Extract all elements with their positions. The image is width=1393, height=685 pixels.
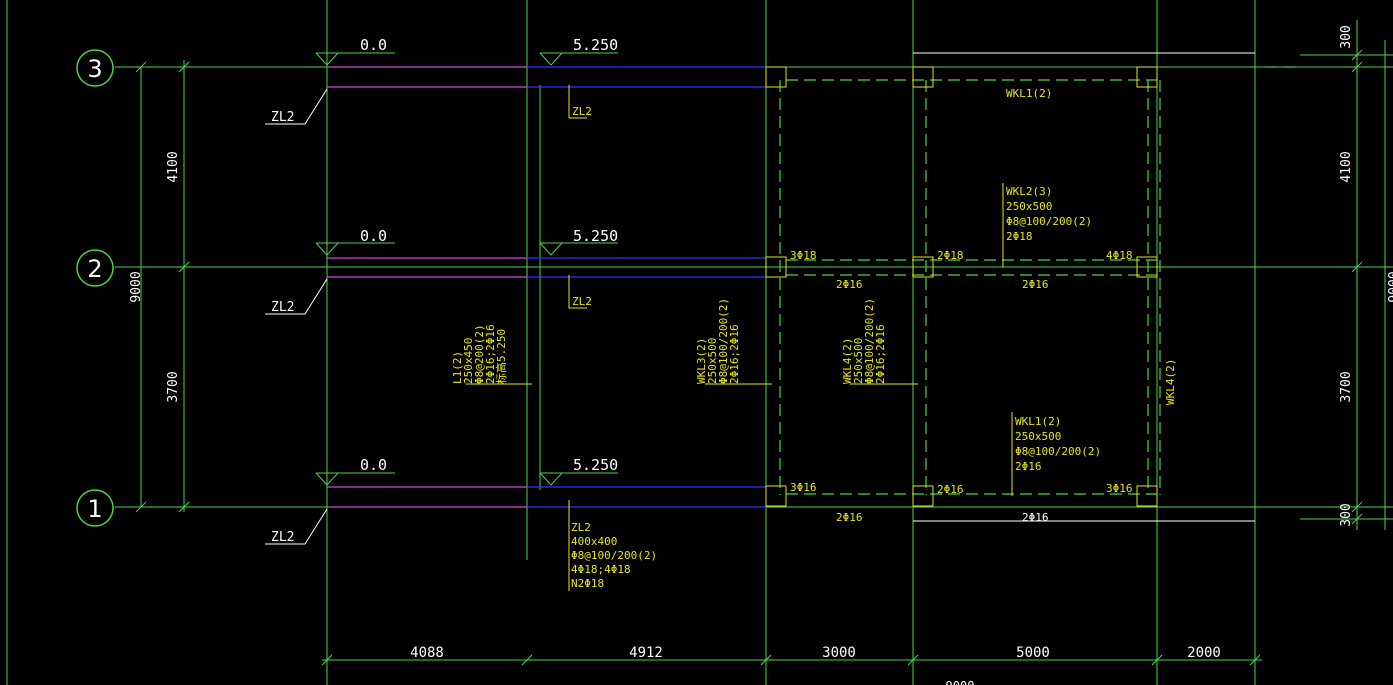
rebar-r2-below-a: 2Φ16: [836, 278, 863, 291]
rebar-r1-below-b: 2Φ16: [1022, 511, 1049, 524]
dim-bottom-0: 4088: [410, 645, 444, 661]
dim-bottom-3: 5000: [1016, 645, 1050, 661]
wkl2-line-3: 2Φ18: [1006, 230, 1033, 243]
zl2-tag-3: ZL2: [271, 110, 294, 125]
zl2-tag-2: ZL2: [271, 300, 294, 315]
zl2-detail-note: ZL2 400x400 Φ8@100/200(2) 4Φ18;4Φ18 N2Φ1…: [571, 521, 657, 590]
dim-right-top: 300: [1339, 25, 1354, 48]
dim-right-bottom: 300: [1339, 503, 1354, 526]
wkl1-bottom-note: WKL1(2) 250x500 Φ8@100/200(2) 2Φ16: [1015, 415, 1101, 473]
dashed-beams: [779, 66, 1300, 495]
axis-bubbles: 3 2 1: [76, 49, 114, 527]
beams-left-span: [327, 66, 766, 508]
rebar-r2-b: 2Φ18: [937, 249, 964, 262]
rebar-r1-b: 2Φ16: [937, 483, 964, 496]
wkl1b-line-3: 2Φ16: [1015, 460, 1042, 473]
elev-left-3: 0.0: [360, 36, 387, 54]
axis-label-2: 2: [87, 255, 102, 283]
dim-right-upper: 4100: [1339, 151, 1354, 182]
rebar-r1-below-a: 2Φ16: [836, 511, 863, 524]
wkl2-line-2: Φ8@100/200(2): [1006, 215, 1092, 228]
wkl4-mid-line-2: Φ8@100/200(2): [863, 298, 876, 384]
dim-left-lower: 3700: [166, 371, 181, 402]
zl2-detail-line-4: N2Φ18: [571, 577, 604, 590]
rebar-r1-a: 3Φ16: [790, 481, 817, 494]
wkl4-mid-line-3: 2Φ16;2Φ16: [874, 324, 887, 384]
zl2-label-3: ZL2: [572, 105, 592, 118]
wkl1b-line-2: Φ8@100/200(2): [1015, 445, 1101, 458]
zl2-detail-line-0: ZL2: [571, 521, 591, 534]
zl2-leaders: [265, 88, 328, 545]
wkl4-right-label: WKL4(2): [1164, 359, 1177, 405]
dim-right-total-partial: 9000: [1387, 271, 1393, 302]
vertical-grid-lines: [6, 0, 1256, 685]
axis-label-3: 3: [87, 55, 102, 83]
zl2-detail-line-2: Φ8@100/200(2): [571, 549, 657, 562]
dim-bottom-4: 2000: [1187, 645, 1221, 661]
rebar-r1-c: 3Φ16: [1106, 482, 1133, 495]
wkl3-line-0: WKL3(2): [695, 338, 708, 384]
l1-line-3: 2Φ16;2Φ16: [484, 324, 497, 384]
wkl3-line-1: 250x500: [706, 338, 719, 384]
wkl4-mid-note: WKL4(2) 250x500 Φ8@100/200(2) 2Φ16;2Φ16: [841, 298, 887, 384]
wkl3-line-3: 2Φ16;2Φ16: [728, 324, 741, 384]
elev-right-2: 5.250: [573, 227, 618, 245]
dim-bottom-1: 4912: [629, 645, 663, 661]
wkl2-line-0: WKL2(3): [1006, 185, 1052, 198]
elev-right-1: 5.250: [573, 456, 618, 474]
wkl4-mid-line-1: 250x500: [852, 338, 865, 384]
right-dimension-lines: [1300, 20, 1393, 530]
bottom-dimension-lines: [321, 654, 1262, 666]
slab-edge-lines: [913, 52, 1255, 522]
zl2-label-2: ZL2: [572, 295, 592, 308]
axis-bubble-2[interactable]: 2: [76, 249, 114, 287]
zl2-detail-line-3: 4Φ18;4Φ18: [571, 563, 631, 576]
elev-left-2: 0.0: [360, 227, 387, 245]
axis-label-1: 1: [87, 495, 102, 523]
rebar-r2-below-b: 2Φ16: [1022, 278, 1049, 291]
dim-right-lower: 3700: [1339, 371, 1354, 402]
axis-bubble-3[interactable]: 3: [76, 49, 114, 87]
wkl4-mid-line-0: WKL4(2): [841, 338, 854, 384]
dim-left-upper: 4100: [166, 151, 181, 182]
annotation-leaders: [466, 85, 1013, 591]
wkl1-top-label: WKL1(2): [1006, 87, 1052, 100]
wkl1b-line-0: WKL1(2): [1015, 415, 1061, 428]
zl2-tag-1: ZL2: [271, 530, 294, 545]
l1-line-0: L1(2): [451, 351, 464, 384]
l1-line-1: 250x450: [462, 338, 475, 384]
dim-bottom-2: 3000: [822, 645, 856, 661]
wkl2-line-1: 250x500: [1006, 200, 1052, 213]
dim-left-total: 9000: [129, 271, 144, 302]
l1-line-2: Φ8@200(2): [473, 324, 486, 384]
l1-line-4: 标高5.250: [494, 329, 508, 384]
elev-right-3: 5.250: [573, 36, 618, 54]
wkl3-note: WKL3(2) 250x500 Φ8@100/200(2) 2Φ16;2Φ16: [695, 298, 741, 384]
dim-bottom-partial: 9000: [946, 679, 975, 685]
columns: [765, 66, 1158, 507]
rebar-r2-c: 4Φ18: [1106, 249, 1133, 262]
elevation-markers: [315, 52, 618, 486]
rebar-r2-a: 3Φ18: [790, 249, 817, 262]
wkl1b-line-1: 250x500: [1015, 430, 1061, 443]
left-dimension-lines: [135, 60, 190, 513]
elev-left-1: 0.0: [360, 456, 387, 474]
axis-bubble-1[interactable]: 1: [76, 489, 114, 527]
wkl3-line-2: Φ8@100/200(2): [717, 298, 730, 384]
l1-note: L1(2) 250x450 Φ8@200(2) 2Φ16;2Φ16 标高5.25…: [451, 324, 508, 384]
wkl2-note: WKL2(3) 250x500 Φ8@100/200(2) 2Φ18: [1006, 185, 1092, 243]
zl2-detail-line-1: 400x400: [571, 535, 617, 548]
